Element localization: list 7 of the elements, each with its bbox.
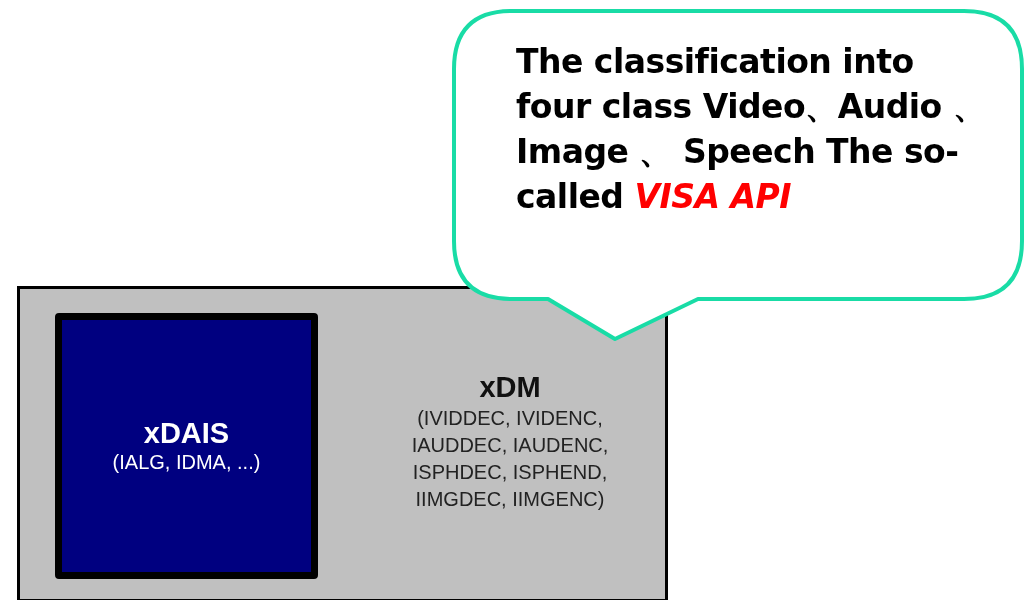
box-subtitle: (IALG, IDMA, ...) [111,450,262,475]
interface-list: (IVIDDEC, IVIDENC, IAUDDEC, IAUDENC, ISPHDEC, ISPHEND, IIMGDEC, IIMGENC) [380,405,640,513]
box-title: xDAIS [142,417,231,449]
box-title: xDM [478,371,542,403]
callout-text: The classification into four class Video、Audio 、 Image 、 Speech The so-called VISA API [516,41,986,218]
inner-box [55,313,318,579]
outer-box [17,286,668,600]
